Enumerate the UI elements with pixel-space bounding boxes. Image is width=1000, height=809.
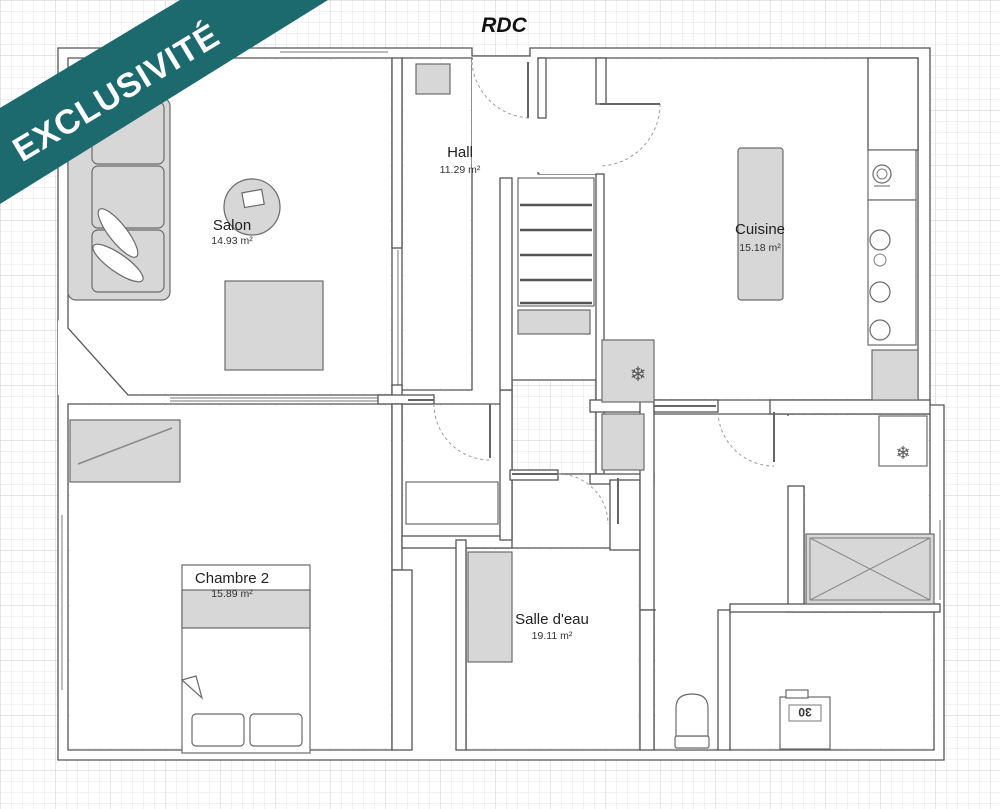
- kitchen-furniture: ❄: [601, 147, 919, 471]
- snowflake-icon: ❄: [630, 362, 647, 386]
- bathroom-cabinet: [467, 551, 513, 663]
- coffee-table: [224, 280, 324, 371]
- room-name-salle-eau: Salle d'eau: [515, 611, 589, 628]
- kitchen-island: [737, 147, 784, 301]
- washing-machine-icon: 30: [779, 689, 831, 750]
- microwave-icon: [872, 164, 892, 187]
- sink: [871, 349, 919, 401]
- interior-walls: [377, 57, 941, 751]
- room-area-hall: 11.29 m²: [440, 164, 481, 176]
- desk: [69, 419, 181, 483]
- room-area-chambre: 15.89 m²: [211, 588, 253, 600]
- room-labels: Salon 14.93 m² Hall 11.29 m² Cuisine 15.…: [195, 144, 785, 642]
- round-table: [223, 178, 281, 236]
- toilet-icon: [674, 693, 710, 749]
- snowflake-icon: ❄: [895, 443, 910, 464]
- stove-burner-icon: [869, 229, 891, 341]
- room-name-cuisine: Cuisine: [735, 221, 785, 238]
- small-freezer: [878, 415, 928, 467]
- room-name-salon: Salon: [213, 217, 251, 234]
- hall-furniture: [405, 63, 595, 525]
- staircase: [517, 177, 595, 307]
- fridge: [601, 339, 655, 403]
- room-area-cuisine: 15.18 m²: [739, 242, 781, 254]
- room-area-salon: 14.93 m²: [211, 235, 253, 247]
- level-title: RDC: [481, 14, 527, 37]
- door-swings: [408, 61, 775, 525]
- room-area-salle-eau: 19.11 m²: [532, 630, 573, 642]
- bedroom-furniture: [69, 419, 311, 754]
- room-name-chambre: Chambre 2: [195, 570, 269, 587]
- svg-text:30: 30: [798, 705, 812, 719]
- bathroom-furniture: ❄ 30: [467, 415, 935, 750]
- room-name-hall: Hall: [447, 144, 473, 161]
